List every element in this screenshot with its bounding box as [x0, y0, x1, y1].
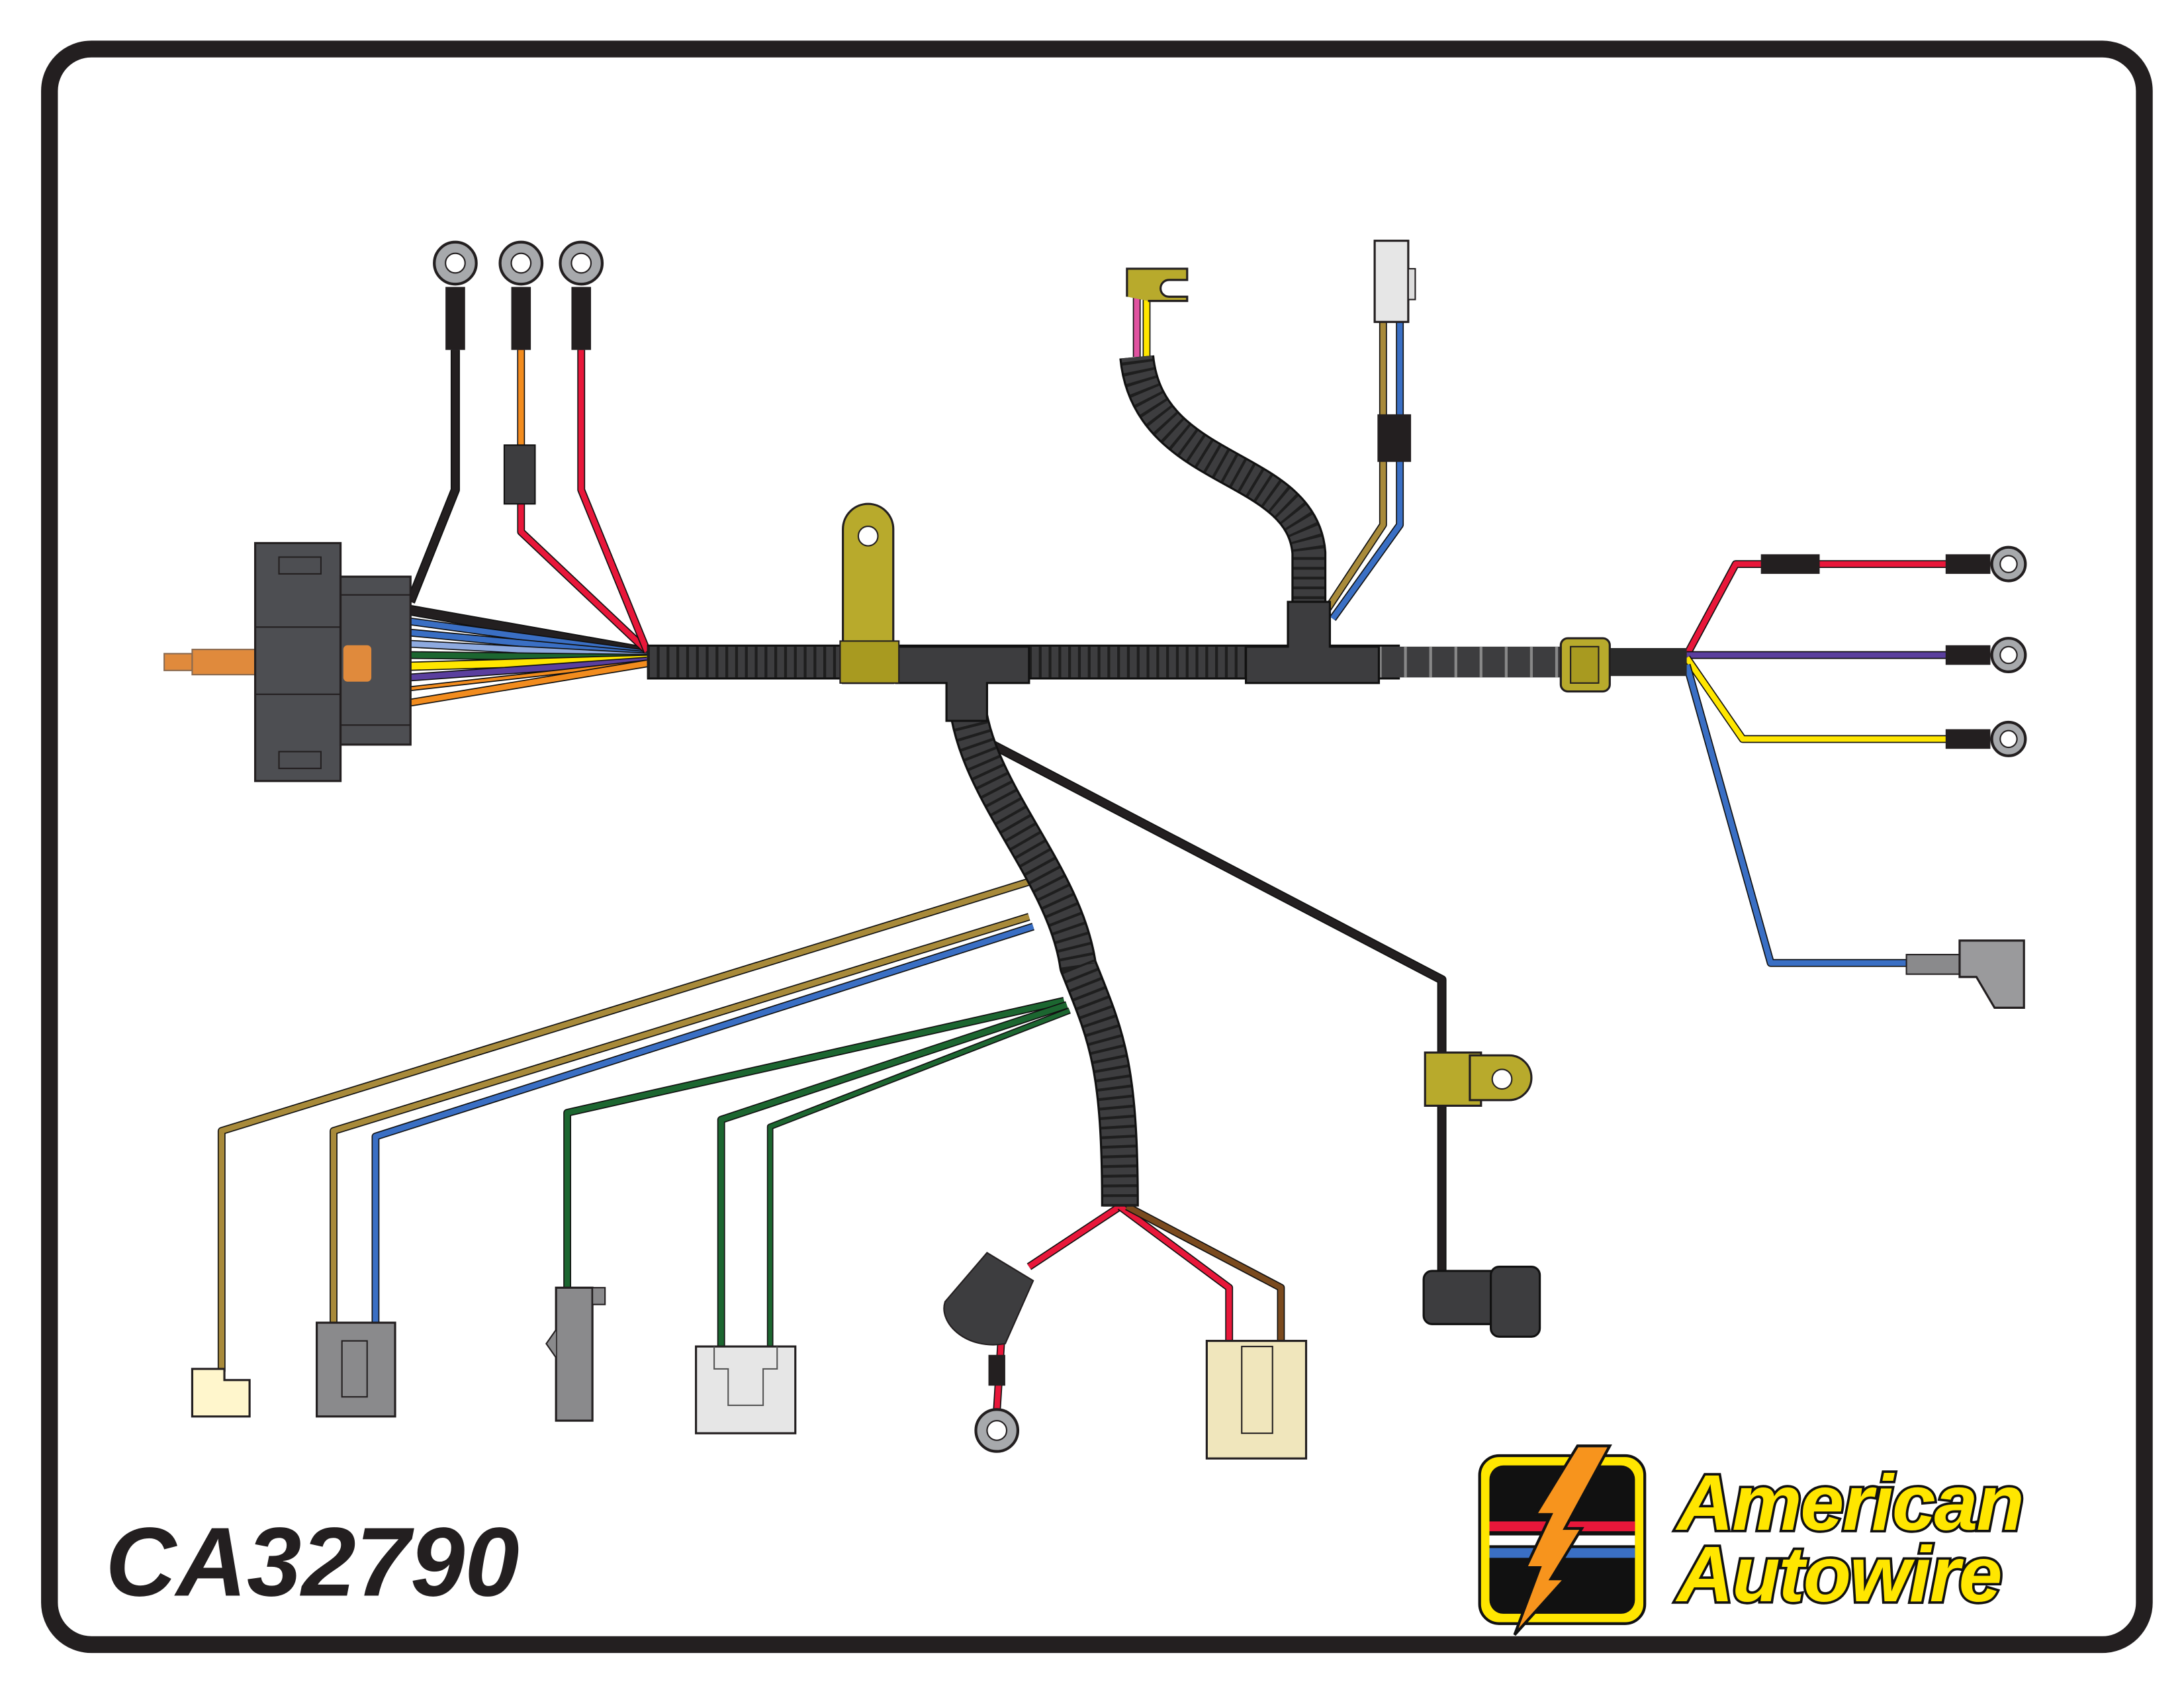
terminal-sleeve	[1945, 729, 1991, 749]
connector-gray	[316, 1321, 396, 1418]
connectors	[163, 240, 2027, 1460]
wire	[564, 998, 1065, 1288]
main-connector	[163, 541, 412, 782]
lightning-bolt-icon	[1513, 1444, 1612, 1636]
wire	[1684, 561, 1949, 657]
connector-light-gray	[695, 1345, 797, 1434]
connector-cream	[1205, 1340, 1308, 1460]
ring-terminal-hole	[1999, 729, 2018, 749]
wire	[1684, 664, 1907, 966]
terminal-sleeve	[988, 1354, 1005, 1386]
wire	[718, 1002, 1068, 1347]
grommet-boot	[943, 1252, 1034, 1346]
wire	[218, 879, 1030, 1372]
connector-white	[1373, 240, 1416, 323]
looms	[647, 354, 1687, 1207]
wire	[1118, 1204, 1232, 1341]
split-loom	[949, 685, 1137, 1207]
wire	[578, 350, 650, 652]
connector-gray-spade	[1905, 939, 2025, 1009]
terminal-sleeve	[1945, 645, 1991, 665]
terminal-sleeve	[511, 287, 531, 350]
part-number: CA32790	[105, 1507, 519, 1617]
ring-terminal-hole	[570, 252, 592, 274]
terminal-sleeve	[445, 287, 465, 350]
ring-terminal-hole	[510, 252, 532, 274]
wire	[410, 657, 647, 680]
wire	[985, 738, 1445, 1274]
wire	[1125, 1203, 1284, 1341]
connector-cream-small	[191, 1368, 251, 1418]
wire	[1684, 656, 1949, 742]
brand-line-1: American	[1675, 1460, 2023, 1547]
brand-line-2: Autowire	[1675, 1531, 2001, 1618]
american-autowire-logo: American Autowire	[1478, 1444, 2026, 1636]
ring-terminal-hole	[986, 1420, 1008, 1441]
wires	[217, 297, 1949, 1411]
ring-terminal-hole	[1999, 555, 2018, 573]
connector-black	[1422, 1265, 1541, 1338]
terminal-sleeve	[571, 287, 592, 350]
wire-sleeve	[1760, 554, 1820, 574]
wire	[410, 661, 648, 706]
wire	[768, 1008, 1071, 1347]
page-border	[41, 40, 2153, 1654]
wire	[330, 914, 1030, 1323]
connector-clip-top	[1126, 267, 1189, 303]
loom-ribs	[1121, 355, 1324, 658]
wire	[1027, 1204, 1122, 1270]
ring-terminal-hole	[445, 252, 466, 274]
tee-junction	[1245, 600, 1381, 684]
mounting-clip	[1424, 1051, 1533, 1107]
mounting-clip	[839, 502, 900, 684]
wire	[1320, 322, 1387, 618]
wire-sleeve	[1377, 414, 1412, 462]
terminal-sleeve	[1945, 554, 1991, 574]
grommet	[1559, 637, 1611, 693]
ring-terminal-hole	[1999, 645, 2018, 665]
inline-fuse	[503, 444, 536, 505]
connector-gray-narrow	[545, 1286, 606, 1422]
wire	[407, 350, 459, 604]
tee-junction	[895, 645, 1030, 722]
wire	[1330, 322, 1403, 621]
wire	[373, 923, 1034, 1323]
